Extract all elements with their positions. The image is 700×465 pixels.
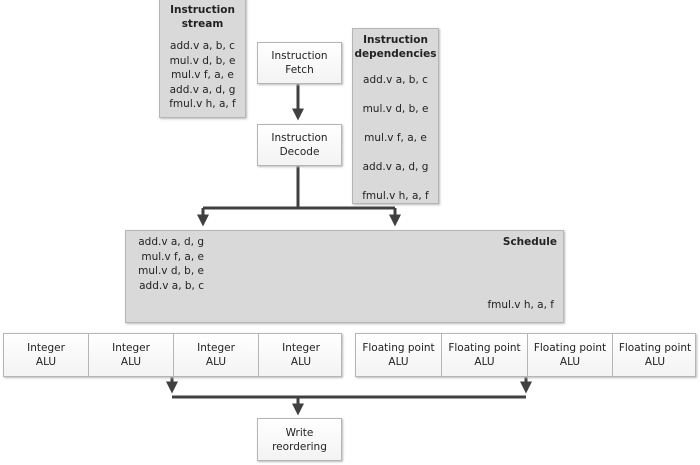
write-reordering-box: Write reordering — [257, 418, 342, 461]
schedule-item: add.v a, d, g — [138, 236, 204, 248]
integer-alu: Integer ALU — [4, 334, 89, 376]
instruction-decode-box: Instruction Decode — [257, 124, 342, 166]
integer-alu: Integer ALU — [282, 342, 320, 368]
instruction-fetch-box: Instruction Fetch — [257, 42, 342, 84]
integer-alu: Integer ALU — [174, 334, 259, 376]
integer-alu-group: Integer ALU Integer ALU Integer ALU Inte… — [3, 333, 342, 377]
schedule-title: Schedule — [502, 236, 557, 248]
dependency-item: mul.v d, b, e — [362, 103, 429, 115]
floating-point-alu: Floating point ALU — [356, 334, 442, 376]
stream-item: mul.v f, a, e — [171, 69, 234, 81]
schedule-item: mul.v f, a, e — [141, 250, 204, 263]
stream-item: mul.v d, b, e — [169, 54, 236, 67]
schedule-item: mul.v d, b, e — [138, 265, 204, 277]
schedule-item: add.v a, b, c — [139, 279, 204, 292]
dependency-item: add.v a, b, c — [363, 74, 428, 86]
schedule-pending-item: fmul.v h, a, f — [487, 299, 554, 311]
floating-point-alu: Floating point ALU — [618, 342, 692, 368]
schedule-box: Schedule add.v a, d, g mul.v f, a, e mul… — [125, 230, 564, 323]
dependencies-title: Instruction dependencies — [354, 34, 437, 60]
stream-item: add.v a, b, c — [170, 40, 235, 52]
floating-point-alu-group: Floating point ALU Floating point ALU Fl… — [355, 333, 696, 377]
integer-alu: Integer ALU — [89, 334, 174, 376]
dependency-item: mul.v f, a, e — [364, 132, 427, 144]
stream-item: fmul.v h, a, f — [169, 98, 236, 110]
stream-item: add.v a, d, g — [169, 83, 236, 96]
dependency-item: add.v a, d, g — [362, 161, 429, 173]
instruction-stream-title: Instruction stream — [170, 4, 235, 30]
floating-point-alu: Floating point ALU — [528, 334, 613, 376]
dependency-item: fmul.v h, a, f — [362, 190, 429, 202]
instruction-stream-box: Instruction stream add.v a, b, c mul.v d… — [159, 0, 246, 118]
instruction-dependencies-box: Instruction dependencies add.v a, b, c m… — [352, 28, 439, 204]
floating-point-alu: Floating point ALU — [442, 334, 528, 376]
